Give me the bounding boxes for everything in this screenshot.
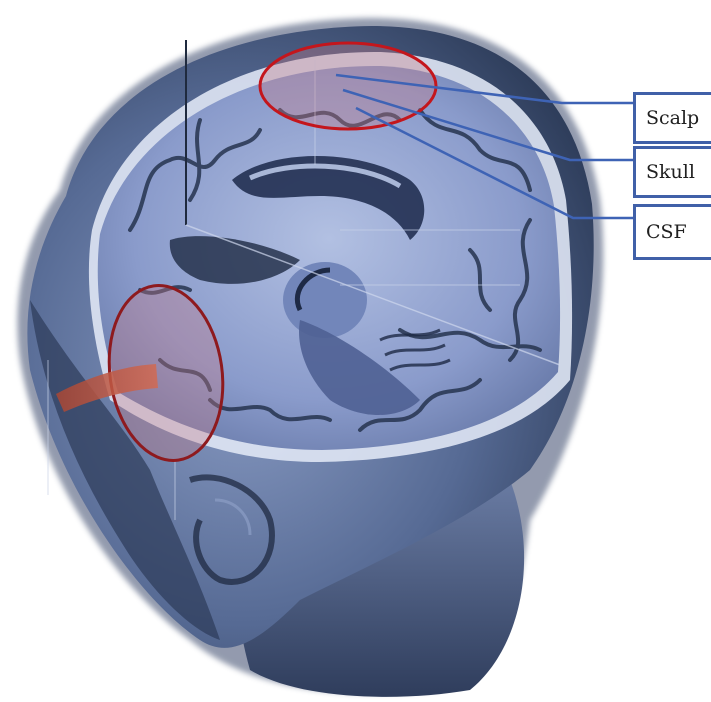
label-skull: Skull xyxy=(633,146,711,198)
label-scalp: Scalp xyxy=(633,92,711,144)
label-csf-text: CSF xyxy=(646,221,687,243)
label-csf: CSF xyxy=(633,204,711,260)
label-skull-text: Skull xyxy=(646,161,695,183)
label-scalp-text: Scalp xyxy=(646,107,699,129)
